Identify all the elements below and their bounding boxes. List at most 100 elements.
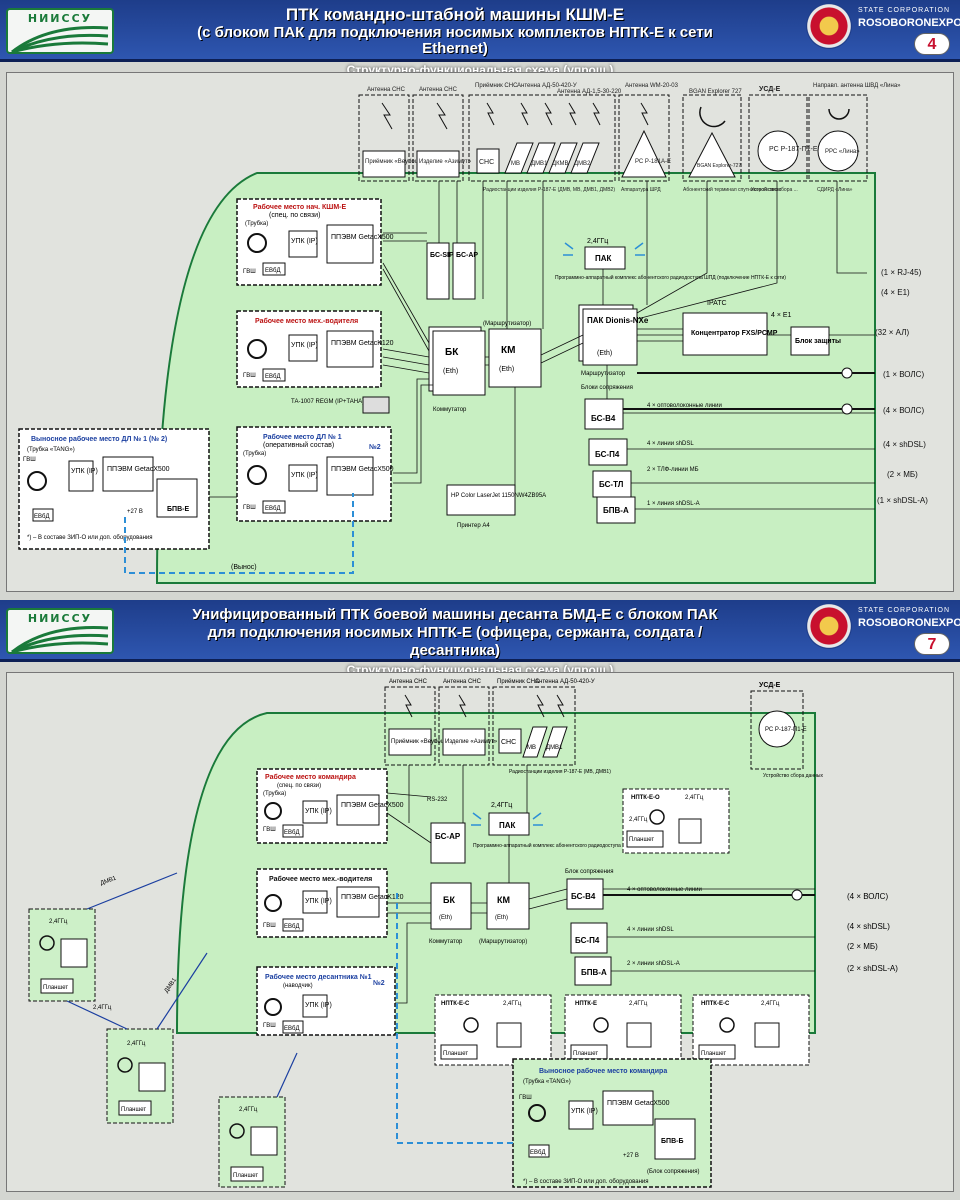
svg-text:(Маршрутизатор): (Маршрутизатор) (479, 939, 527, 945)
svg-text:БС-В4: БС-В4 (591, 414, 616, 423)
svg-text:(Трубка «TANG»): (Трубка «TANG») (27, 447, 75, 453)
svg-text:Антенна СНС: Антенна СНС (389, 679, 428, 685)
remote-workplace: Выносное рабочее место ДЛ № 1 (№ 2) (Тру… (18, 428, 210, 550)
bus-lines (209, 181, 875, 510)
svg-text:(оперативный состав): (оперативный состав) (263, 441, 334, 449)
svg-text:РРС «Лина»: РРС «Лина» (825, 149, 860, 155)
svg-text:Планшет: Планшет (443, 1051, 468, 1057)
headset-icon (528, 1104, 546, 1122)
bus-lines (386, 765, 815, 1004)
svg-text:2 × ТЛФ-линии МБ: 2 × ТЛФ-линии МБ (647, 467, 699, 473)
svg-text:РС Р-187-П1-Е: РС Р-187-П1-Е (765, 727, 807, 733)
logo-text: НИИССУ (27, 12, 93, 25)
svg-text:2,4ГГц: 2,4ГГц (503, 1001, 522, 1007)
svg-text:2,4ГГц: 2,4ГГц (685, 795, 704, 801)
svg-text:(спец. по связи): (спец. по связи) (277, 783, 321, 789)
connector-icons (841, 367, 853, 415)
svg-text:Блок сопряжения: Блок сопряжения (565, 869, 614, 875)
svg-text:ППЭВМ GetacX500: ППЭВМ GetacX500 (331, 234, 394, 241)
antenna-1: Антенна СНС Приёмник «Beydou» (358, 87, 422, 182)
rs232-label: RS-232 (427, 797, 448, 803)
title-line2: (с блоком ПАК для подключения носимых ко… (197, 24, 713, 41)
antenna-rs: Антенна WM-20-03 РС Р-181А-Е Аппаратура … (618, 83, 679, 193)
svg-text:УПК (IP): УПК (IP) (571, 1108, 598, 1115)
svg-text:(Eth): (Eth) (439, 915, 452, 921)
svg-text:ППЭВМ GetacK120: ППЭВМ GetacK120 (341, 894, 404, 901)
svg-text:IPATC: IPATC (707, 300, 727, 307)
svg-text:4 × линии shDSL: 4 × линии shDSL (647, 441, 694, 447)
antenna-rrs: Направл. антенна ШВД «Лина» РРС «Лина» С… (808, 83, 901, 193)
svg-text:Концентратор FXS/PCMP: Концентратор FXS/PCMP (691, 330, 778, 337)
svg-text:Рабочее место командира: Рабочее место командира (265, 773, 356, 781)
svg-text:БПВ-Е: БПВ-Е (167, 506, 189, 513)
ip-atc: IPATC Концентратор FXS/PCMP 4 × Е1 Блок … (682, 300, 841, 356)
svg-text:*) – В составе ЗИП-О или доп.: *) – В составе ЗИП-О или доп. оборудован… (27, 535, 152, 541)
svg-text:БС-АР: БС-АР (435, 832, 461, 841)
svg-text:БПВ-А: БПВ-А (603, 506, 629, 515)
svg-text:(Eth): (Eth) (443, 368, 458, 375)
svg-text:2,4ГГц: 2,4ГГц (491, 802, 512, 809)
svg-text:Программно-аппаратный комплекс: Программно-аппаратный комплекс абонентск… (555, 274, 786, 281)
headset-icon (593, 1017, 609, 1033)
workplace-2: Рабочее место мех.-водителя УПК (IP) ППЭ… (236, 310, 394, 388)
svg-text:Радиостанции изделия Р-187-Е (: Радиостанции изделия Р-187-Е (ДМВ, МВ, Д… (483, 187, 615, 193)
svg-text:БС-ТЛ: БС-ТЛ (599, 480, 624, 489)
title-line1: Унифицированный ПТК боевой машины десант… (192, 606, 718, 623)
svg-text:Рабочее место нач. КШМ-Е: Рабочее место нач. КШМ-Е (253, 203, 346, 211)
svg-text:БС-П4: БС-П4 (575, 936, 600, 945)
svg-text:ЕВбД: ЕВбД (284, 1026, 300, 1032)
svg-text:(4 × ВОЛС): (4 × ВОЛС) (883, 406, 924, 415)
svg-text:ГВШ: ГВШ (243, 373, 256, 379)
svg-text:(наводчик): (наводчик) (283, 983, 313, 989)
headset-icon (247, 465, 267, 485)
svg-text:НПТК-Е-О: НПТК-Е-О (631, 795, 660, 801)
diagram-frame: Антенна СНС Приёмник «Beydou» Антенна СН… (6, 72, 954, 592)
svg-text:2,4ГГц: 2,4ГГц (761, 1001, 780, 1007)
antenna-usd: УСД-Е РС Р-187-П1-Е Устройство сбора ... (748, 86, 818, 193)
svg-text:ГВШ: ГВШ (519, 1095, 532, 1101)
pak-dionis: ПАК Dionis-NXe (Eth) Маршрутизатор (578, 304, 649, 377)
svg-text:Аппаратура ШРД: Аппаратура ШРД (621, 187, 661, 193)
svg-text:Планшет: Планшет (43, 985, 68, 991)
svg-text:ППЭВМ GetacX500: ППЭВМ GetacX500 (341, 802, 404, 809)
svg-text:ППЭВМ GetacX500: ППЭВМ GetacX500 (607, 1100, 670, 1107)
svg-text:(1 × shDSL-A): (1 × shDSL-A) (877, 496, 928, 505)
svg-text:БПВ-Б: БПВ-Б (661, 1138, 683, 1145)
svg-text:(спец. по связи): (спец. по связи) (269, 212, 320, 219)
svg-text:БК: БК (445, 347, 459, 358)
antenna-row: Антенна СНС Приёмник «Beydou» Антенна СН… (358, 83, 901, 193)
svg-text:Маршрутизатор: Маршрутизатор (581, 371, 626, 377)
headset-icon (264, 894, 282, 912)
svg-text:Коммутатор: Коммутатор (429, 939, 463, 945)
svg-text:ЕВбД: ЕВбД (530, 1150, 546, 1156)
svg-text:(Блок сопряжения): (Блок сопряжения) (647, 1169, 700, 1175)
logo-waves-icon (11, 626, 109, 654)
svg-text:2,4ГГц: 2,4ГГц (127, 1041, 146, 1047)
svg-text:ЕВбД: ЕВбД (284, 830, 300, 836)
svg-text:BGAN Explorer 727: BGAN Explorer 727 (689, 89, 742, 95)
workplace-3: Рабочее место десантника №1 (наводчик) №… (256, 966, 396, 1036)
svg-text:Рабочее место мех.-водителя: Рабочее место мех.-водителя (269, 875, 372, 883)
bs-column: Блок сопряжения БС-В4 БС-П4 БПВ-А (565, 869, 614, 986)
antenna-bgan: BGAN Explorer 727 BGAN Explorer-727 Абон… (682, 89, 781, 193)
bmd-diagram: Антенна СНС Приёмник «Beydou» Антенна СН… (28, 679, 898, 1188)
title-line1: ПТК командно-штабной машины КШМ-Е (285, 5, 625, 24)
title-line2: для подключения носимых НПТК-Е (офицера,… (207, 624, 703, 641)
svg-text:+27 В: +27 В (127, 509, 143, 515)
slide-bmd: НИИССУ Унифицированный ПТК боевой машины… (0, 600, 960, 1200)
title-line3: десантника) (409, 642, 501, 659)
slide-header: НИИССУ ПТК командно-штабной машины КШМ-Е… (0, 0, 960, 62)
svg-text:Планшет: Планшет (629, 837, 654, 843)
svg-text:БК: БК (443, 895, 455, 905)
svg-text:(Трубка «TANG»): (Трубка «TANG») (523, 1079, 571, 1085)
svg-text:Абонентский терминал спутников: Абонентский терминал спутниковой связи (683, 186, 781, 193)
svg-text:ДКМВ: ДКМВ (552, 161, 569, 167)
remote-link (396, 893, 513, 1144)
bk-commutator: БК (Eth) Коммутатор (428, 326, 486, 413)
svg-text:ГВШ: ГВШ (243, 505, 256, 511)
svg-text:ПАК Dionis-NXe: ПАК Dionis-NXe (587, 316, 649, 325)
slide-kshm: НИИССУ ПТК командно-штабной машины КШМ-Е… (0, 0, 960, 600)
niissu-logo: НИИССУ (6, 608, 114, 654)
svg-text:УПК (IP): УПК (IP) (305, 808, 332, 815)
svg-text:Выносное рабочее место команди: Выносное рабочее место командира (539, 1067, 667, 1075)
